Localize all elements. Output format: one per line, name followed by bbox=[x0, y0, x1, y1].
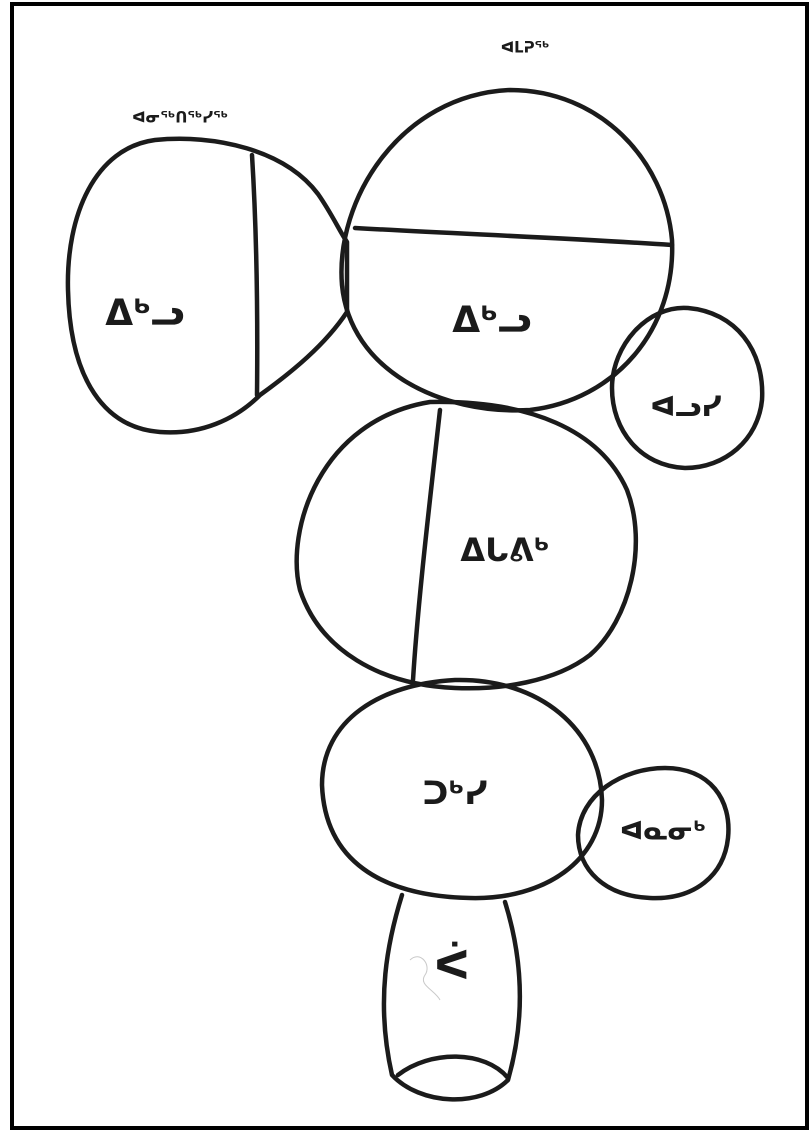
bottom-jar-outline bbox=[381, 892, 523, 1102]
middle-circle-divider bbox=[410, 407, 443, 683]
top-circle-outline bbox=[339, 87, 675, 413]
label-left-body: ᐃᒃᓗ bbox=[105, 293, 184, 334]
label-small-right-upper: ᐊᓗᓯ bbox=[650, 390, 722, 423]
label-small-right-lower: ᐊᓇᓂᒃ bbox=[620, 817, 706, 847]
left-balloon-divider bbox=[249, 152, 260, 398]
small-circle-upper-outline bbox=[609, 305, 765, 471]
small-circle-lower-outline bbox=[575, 765, 731, 901]
label-main-body: ᐃᒃᓗ bbox=[452, 300, 531, 341]
faint-pencil-marks bbox=[409, 956, 441, 1001]
label-middle-body: ᐃᒐᕕᒃ bbox=[460, 531, 549, 569]
bottom-jar-base-arc bbox=[395, 1054, 511, 1081]
top-circle-divider bbox=[352, 225, 675, 248]
label-top-head: ᐊᒪᕈᖅ bbox=[501, 39, 550, 57]
label-bottom-body: ᐹ bbox=[434, 942, 469, 989]
page-border bbox=[10, 2, 809, 1130]
left-balloon-outline bbox=[65, 136, 350, 435]
label-lower-body: ᑐᒃᓯ bbox=[422, 774, 487, 812]
middle-circle-outline bbox=[294, 399, 639, 691]
label-left-head: ᐊᓂᖅᑎᖅᓯᖅ bbox=[132, 109, 228, 127]
lower-circle-outline bbox=[319, 677, 605, 901]
